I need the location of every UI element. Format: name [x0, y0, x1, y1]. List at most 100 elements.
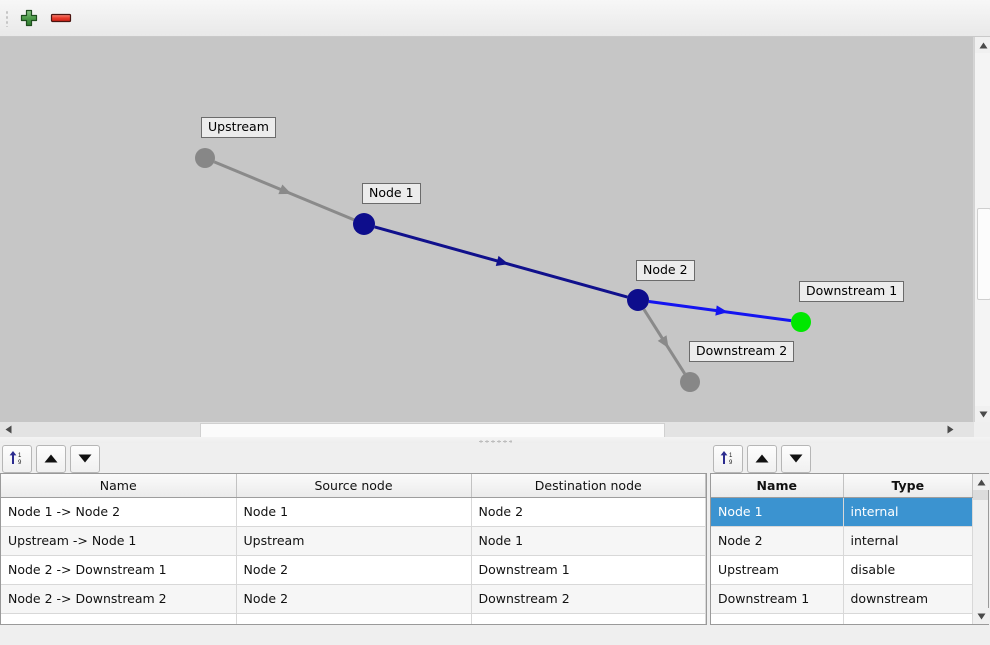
graph-node-label-upstream[interactable]: Upstream — [201, 117, 276, 138]
graph-node-label-downstream2[interactable]: Downstream 2 — [689, 341, 795, 362]
nodes-cell-type[interactable]: downstream — [843, 584, 973, 614]
graph-node-downstream2[interactable] — [680, 372, 700, 392]
scroll-right-arrow-icon[interactable] — [942, 422, 958, 437]
graph-svg — [195, 148, 811, 392]
scroll-up-arrow-icon[interactable] — [973, 474, 989, 490]
graph-node-downstream1[interactable] — [791, 312, 811, 332]
canvas-vertical-scrollbar[interactable] — [974, 37, 990, 422]
nodes-table-empty-row — [711, 613, 973, 624]
scroll-left-arrow-icon[interactable] — [0, 422, 16, 437]
canvas-hscroll-track[interactable] — [16, 422, 958, 438]
panel-splitter[interactable] — [0, 437, 990, 445]
links-cell-name[interactable]: Node 2 -> Downstream 2 — [1, 584, 237, 614]
links-cell-destination[interactable]: Downstream 1 — [471, 555, 706, 585]
scroll-down-arrow-icon[interactable] — [973, 608, 989, 624]
triangle-down-icon — [789, 452, 803, 466]
links-column-header-2[interactable]: Destination node — [471, 474, 706, 498]
canvas-vscroll-track[interactable] — [975, 53, 990, 406]
graph-node-label-downstream1[interactable]: Downstream 1 — [799, 281, 905, 302]
links-sort-button[interactable]: 1 9 — [2, 445, 32, 473]
links-move-up-button[interactable] — [36, 445, 66, 473]
links-cell-source[interactable]: Node 1 — [236, 497, 472, 527]
nodes-cell-type[interactable]: internal — [843, 497, 973, 527]
nodes-empty-cell — [711, 613, 844, 624]
scroll-up-arrow-icon[interactable] — [975, 37, 990, 53]
links-cell-source[interactable]: Node 2 — [236, 555, 472, 585]
svg-text:1: 1 — [18, 453, 22, 459]
links-cell-name[interactable]: Upstream -> Node 1 — [1, 526, 237, 556]
nodes-empty-cell — [843, 613, 973, 624]
graph-node-node1[interactable] — [353, 213, 375, 235]
links-empty-cell — [236, 613, 472, 624]
links-empty-cell — [1, 613, 237, 624]
links-cell-destination[interactable]: Node 2 — [471, 497, 706, 527]
red-minus-icon — [50, 11, 72, 28]
scroll-down-arrow-icon[interactable] — [975, 406, 990, 422]
nodes-column-header-0[interactable]: Name — [711, 474, 844, 498]
graph-node-label-node1[interactable]: Node 1 — [362, 183, 421, 204]
add-button[interactable] — [16, 6, 42, 32]
sort-ascending-icon: 1 9 — [719, 450, 737, 469]
nodes-cell-type[interactable]: disable — [843, 555, 973, 585]
nodes-column-header-1[interactable]: Type — [843, 474, 973, 498]
canvas-vscroll-thumb[interactable] — [977, 208, 990, 300]
nodes-cell-name[interactable]: Node 2 — [711, 526, 844, 556]
bottom-panels: 1 9 — [0, 443, 990, 645]
nodes-move-up-button[interactable] — [747, 445, 777, 473]
delete-button[interactable] — [48, 6, 74, 32]
links-cell-source[interactable]: Node 2 — [236, 584, 472, 614]
nodes-sort-button[interactable]: 1 9 — [713, 445, 743, 473]
triangle-up-icon — [44, 452, 58, 466]
links-cell-source[interactable]: Upstream — [236, 526, 472, 556]
nodes-cell-name[interactable]: Downstream 1 — [711, 584, 844, 614]
graph-node-node2[interactable] — [627, 289, 649, 311]
nodes-cell-name[interactable]: Upstream — [711, 555, 844, 585]
drag-handle-icon[interactable] — [5, 10, 10, 27]
sort-ascending-icon: 1 9 — [8, 450, 26, 469]
green-plus-icon — [19, 8, 39, 31]
nodes-cell-type[interactable]: internal — [843, 526, 973, 556]
main-toolbar — [0, 0, 990, 37]
svg-text:1: 1 — [729, 453, 733, 459]
canvas-horizontal-scrollbar[interactable] — [0, 422, 974, 438]
graph-node-label-node2[interactable]: Node 2 — [636, 260, 695, 281]
canvas-hscroll-thumb[interactable] — [200, 423, 665, 438]
graph-edge-arrow-node2-downstream2 — [657, 335, 669, 349]
links-cell-destination[interactable]: Downstream 2 — [471, 584, 706, 614]
nodes-vertical-scrollbar[interactable] — [973, 473, 989, 625]
links-table-empty-row — [1, 613, 706, 624]
links-cell-name[interactable]: Node 1 -> Node 2 — [1, 497, 237, 527]
svg-text:9: 9 — [729, 460, 733, 466]
links-cell-destination[interactable]: Node 1 — [471, 526, 706, 556]
graph-edge-arrow-node1-node2 — [495, 255, 509, 266]
links-cell-name[interactable]: Node 2 -> Downstream 1 — [1, 555, 237, 585]
links-column-header-1[interactable]: Source node — [236, 474, 472, 498]
nodes-cell-name[interactable]: Node 1 — [711, 497, 844, 527]
nodes-move-down-button[interactable] — [781, 445, 811, 473]
svg-text:9: 9 — [18, 460, 22, 466]
links-move-down-button[interactable] — [70, 445, 100, 473]
graph-node-upstream[interactable] — [195, 148, 215, 168]
graph-edge-arrow-node2-downstream1 — [715, 305, 728, 316]
links-empty-cell — [471, 613, 706, 624]
splitter-grip-icon — [478, 440, 512, 443]
links-column-header-0[interactable]: Name — [1, 474, 237, 498]
